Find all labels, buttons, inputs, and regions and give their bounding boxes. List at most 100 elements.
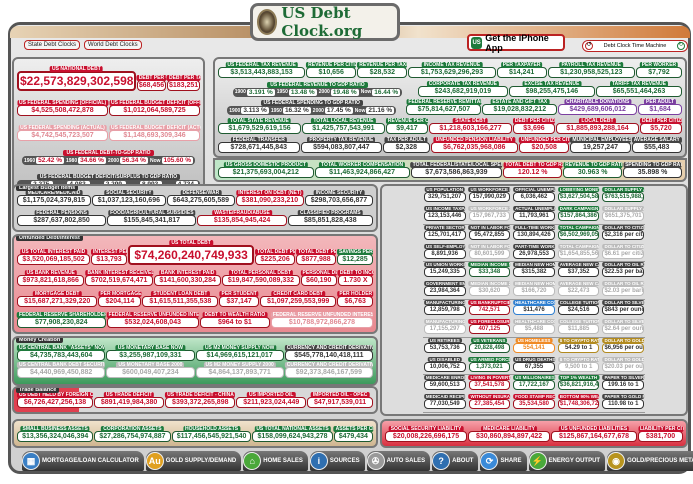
- us-national-debt-stat[interactable]: US National Debt$22,573,829,302,598: [17, 65, 136, 91]
- per-holder-stat[interactable]: Per Holder$6,763: [337, 290, 373, 307]
- revenue-per-citizen-stat[interactable]: Revenue Per Citizen$10,656: [306, 62, 357, 79]
- college-tuition-2000-stat[interactable]: College Tuition 2000$11,885: [557, 318, 600, 337]
- time-machine-button[interactable]: ↺ Debt Clock Time Machine ↻: [582, 40, 688, 52]
- social-security-stat[interactable]: Social Security$1,037,123,160,696: [91, 190, 166, 206]
- us-drug-deaths-stat[interactable]: US Drug Deaths67,355: [513, 356, 555, 375]
- us-unfunded-liabilities-stat[interactable]: US Unfunded Liabilities$125,867,164,677,…: [551, 425, 637, 442]
- total-campaign-now-stat[interactable]: Total Campaign Now$6,502,969,050: [557, 224, 600, 243]
- median-income-now-stat[interactable]: Median Income Now$33,348: [468, 262, 511, 280]
- unfunded-per-cit-stat[interactable]: Unfunded Per Cit.$20,508: [519, 136, 570, 153]
- us-millionaires-stat[interactable]: US Millionaires17,722,167: [513, 375, 555, 393]
- bank-interest-received-stat[interactable]: Bank Interest Received$702,519,674,471: [85, 270, 153, 287]
- not-in-labor-force-now-stat[interactable]: Not in Labor Force Now95,472,855: [468, 224, 511, 243]
- college-tuition-now-stat[interactable]: College Tuition Now$24,516: [557, 300, 600, 318]
- nav-home-sales[interactable]: ⌂HOME SALES: [243, 451, 308, 471]
- classified-programs-stat[interactable]: Classified Programs$85,851,828,438: [287, 210, 373, 226]
- dollar-supply-added-1913-stat[interactable]: Dollar Supply Added 1913$651,375,701: [602, 205, 645, 224]
- federal-reserve-shareholder-profits-stat[interactable]: Federal Reserve Shareholder Profits$77,9…: [16, 311, 106, 328]
- us-trade-deficit-china-stat[interactable]: US Trade Deficit - China$393,372,265,898: [165, 392, 236, 408]
- bottom-90-wealth-stat[interactable]: Bottom 90% Wealth$1,748,306,721,184: [557, 394, 600, 412]
- us-m2-money-supply-2000-stat[interactable]: US M2 Money Supply 2000$4,864,137,893,77…: [195, 361, 284, 378]
- actual-unemployed-stat[interactable]: Actual Unemployed11,793,961: [513, 205, 555, 224]
- us-monetary-base-now-stat[interactable]: US Monetary Base Now$3,255,987,109,331: [106, 344, 195, 361]
- personal-debt-per-cit-stat[interactable]: Personal Debt Per Cit.$60,190: [300, 270, 337, 287]
- per-adult-stat[interactable]: Per Adult$1,684: [638, 99, 682, 116]
- income-security-stat[interactable]: Income Security$298,703,656,877: [304, 190, 373, 206]
- savings-per-family-stat[interactable]: Savings Per Family$12,285: [336, 249, 373, 266]
- mortgage-debt-stat[interactable]: Mortgage Debt$15,687,271,329,220: [17, 290, 98, 307]
- defense-war-stat[interactable]: Defense/War$643,275,605,589: [166, 190, 235, 206]
- household-assets-stat[interactable]: Household Assets$117,456,545,921,540: [171, 425, 252, 442]
- us-union-workers-stat[interactable]: US Union Workers15,249,335: [423, 262, 466, 280]
- nav-share[interactable]: ⟳SHARE: [480, 451, 527, 471]
- total-debt-per-citizen-stat[interactable]: Total Debt Per Citizen$225,206: [255, 249, 296, 266]
- student-loan-debt-stat[interactable]: Student Loan Debt$1,615,511,355,538: [142, 290, 219, 307]
- dollar-to-citizen-ratio-now-stat[interactable]: Dollar to Citizen Ratio Now$2,316 per ci…: [602, 224, 645, 243]
- excise-tax-revenue-stat[interactable]: Excise Tax Revenue$98,255,475,146: [508, 80, 595, 97]
- us-central-bank-debt-securities-stat[interactable]: US Central Bank Debt Securities$4,440,96…: [17, 361, 106, 378]
- paper-to-silver-ratio-now-stat[interactable]: Paper to Silver Ratio Now199.16 to 1: [602, 375, 645, 393]
- to-crypto-ratio-2019-stat[interactable]: $ to Crypto Ratio 20199,500 to 1: [557, 356, 600, 375]
- us-trade-deficit-stat[interactable]: US Trade Deficit$891,419,984,380: [94, 392, 165, 408]
- us-m2-money-supply-now-stat[interactable]: US M2 Money Supply Now$14,969,615,121,01…: [195, 344, 284, 361]
- official-unemployed-stat[interactable]: Official Unemployed6,036,462: [513, 187, 555, 205]
- full-time-workers-stat[interactable]: Full-Time Workers130,894,426: [513, 224, 555, 243]
- per-student-stat[interactable]: Per Student$37,147: [219, 290, 259, 307]
- total-worker-compensation-stat[interactable]: Total Worker Compensation$11,463,924,866…: [314, 162, 410, 178]
- per-taxpayer-stat[interactable]: Per Taxpayer$14,241: [496, 62, 547, 79]
- part-time-workers-stat[interactable]: Part-Time Workers26,978,553: [513, 243, 555, 262]
- state-debt-stat[interactable]: State Debt$1,218,603,166,277: [428, 118, 512, 135]
- us-federal-budget-deficit-actual-stat[interactable]: US Federal Budget Deficit (Actual)$1,148…: [109, 124, 200, 141]
- federal-reserve-unfunded-interest-now-stat[interactable]: Federal Reserve Unfunded Interest Now$53…: [106, 311, 199, 328]
- spending-to-gdp-ratio-stat[interactable]: Spending to GDP Ratio35.898 %: [623, 162, 683, 178]
- debt-per-taxpayer-stat[interactable]: Debt Per Taxpayer$183,251: [166, 74, 200, 91]
- revenue-to-gdp-ratio-stat[interactable]: Revenue to GDP Ratio30.963 %: [563, 162, 623, 178]
- food-stamp-recipients-stat[interactable]: Food Stamp Recipients35,534,580: [513, 394, 555, 412]
- not-in-labor-force-2000-stat[interactable]: Not in Labor Force 200080,601,599: [468, 243, 511, 262]
- federal-transfer-stat[interactable]: Federal Transfer$728,671,445,843: [218, 136, 300, 153]
- social-security-liability-stat[interactable]: Social Security Liability$20,008,226,696…: [385, 425, 468, 442]
- median-income-2000-stat[interactable]: Median Income 2000$30,620: [468, 281, 511, 299]
- property-tax-revenue-stat[interactable]: Property Tax Revenue$594,083,807,447: [300, 136, 383, 153]
- dollar-to-gold-ratio-now-stat[interactable]: Dollar to Gold Ratio Now$6,956 per ounce: [602, 337, 645, 356]
- medicaid-recipients-stat[interactable]: Medicaid Recipients77,030,549: [423, 394, 466, 412]
- us-total-interest-paid-stat[interactable]: US Total Interest Paid$3,520,069,185,502: [17, 249, 90, 266]
- government-employees-stat[interactable]: Government Employees23,984,364: [423, 281, 466, 299]
- income-tax-revenue-stat[interactable]: Income Tax Revenue$1,753,629,296,293: [408, 62, 496, 79]
- us-income-taxpayers-stat[interactable]: US Income Taxpayers123,153,446: [423, 205, 466, 224]
- interest-per-adult-stat[interactable]: Interest Per Adult$13,793: [90, 249, 128, 266]
- tab-state-debt-clocks[interactable]: State Debt Clocks: [24, 40, 81, 50]
- us-workforce-now-stat[interactable]: US Workforce Now157,990,029: [468, 187, 511, 205]
- us-federal-spending-official-stat[interactable]: US Federal Spending (Official)$4,525,508…: [17, 99, 108, 116]
- us-federal-spending-actual-stat[interactable]: US Federal Spending (Actual)$4,742,545,7…: [17, 124, 108, 141]
- us-retirees-stat[interactable]: US Retirees53,753,736: [423, 337, 466, 356]
- federal-reserve-remittances-stat[interactable]: Federal Reserve Remittances$75,814,627,5…: [406, 99, 482, 116]
- dollar-to-silver-ratio-now-stat[interactable]: Dollar to Silver Ratio Now$843 per ounce: [602, 300, 645, 318]
- us-federal-budget-deficit-official-stat[interactable]: US Federal Budget Deficit (Official)$1,0…: [109, 99, 200, 116]
- healthcare-cost-2000-stat[interactable]: Healthcare Cost 2000$5,488: [513, 318, 555, 337]
- dollar-to-oil-ratio-1913-stat[interactable]: Dollar to Oil Ratio 1913$2.03 per barrel: [602, 281, 645, 299]
- us-workforce-2000-stat[interactable]: US Workforce 2000157,967,733: [468, 205, 511, 224]
- total-debt-per-family-stat[interactable]: Total Debt Per Family$877,988: [296, 249, 336, 266]
- assets-per-citizen-stat[interactable]: Assets Per Citizen$479,434: [333, 425, 373, 442]
- food-agricultural-subsidies-stat[interactable]: Food/Agricultural Subsidies$155,845,341,…: [107, 210, 197, 226]
- tax-per-adult-stat[interactable]: Tax Per Adult$2,328: [383, 136, 430, 153]
- dark-campaign-money-stat[interactable]: Dark Campaign Money$157,864,386: [557, 205, 600, 224]
- without-insurance-stat[interactable]: Without Insurance27,385,454: [468, 394, 511, 412]
- estate-and-gift-tax-stat[interactable]: Estate and Gift Tax$19,028,832,212: [482, 99, 558, 116]
- us-debt-held-by-foreign-countries-stat[interactable]: US Debt Held by Foreign Countries$6,726,…: [16, 392, 94, 408]
- currency-and-credit-derivatives-now-stat[interactable]: Currency and Credit Derivatives Now$545,…: [284, 344, 373, 361]
- us-bank-revenue-stat[interactable]: US Bank Revenue$973,821,618,866: [17, 270, 85, 287]
- us-disabled-stat[interactable]: US Disabled10,006,752: [423, 356, 466, 375]
- us-imported-oil-stat[interactable]: US Imported Oil$211,923,024,449: [236, 392, 307, 408]
- federal-pensions-stat[interactable]: Federal Pensions$287,637,802,850: [17, 210, 107, 226]
- total-state-revenue-stat[interactable]: Total State Revenue$1,679,529,619,156: [218, 118, 301, 135]
- per-mortgage-stat[interactable]: Per Mortgage$204,114: [98, 290, 142, 307]
- us-federal-tax-revenue-stat[interactable]: US Federal Tax Revenue$3,513,443,883,153: [218, 62, 306, 79]
- us-central-bank-assets-now-stat[interactable]: US Central Bank "Assets" Now$4,735,783,4…: [17, 344, 106, 361]
- dollar-to-oil-ratio-now-stat[interactable]: Dollar to Oil Ratio Now$22.53 per barrel: [602, 262, 645, 280]
- charitable-donations-stat[interactable]: Charitable Donations$429,689,606,012: [558, 99, 638, 116]
- manufacturing-jobs-now-stat[interactable]: Manufacturing Jobs Now12,859,798: [423, 300, 466, 318]
- nav-mortgage-loan-calculator[interactable]: ▦MORTGAGE/LOAN CALCULATOR: [22, 451, 144, 471]
